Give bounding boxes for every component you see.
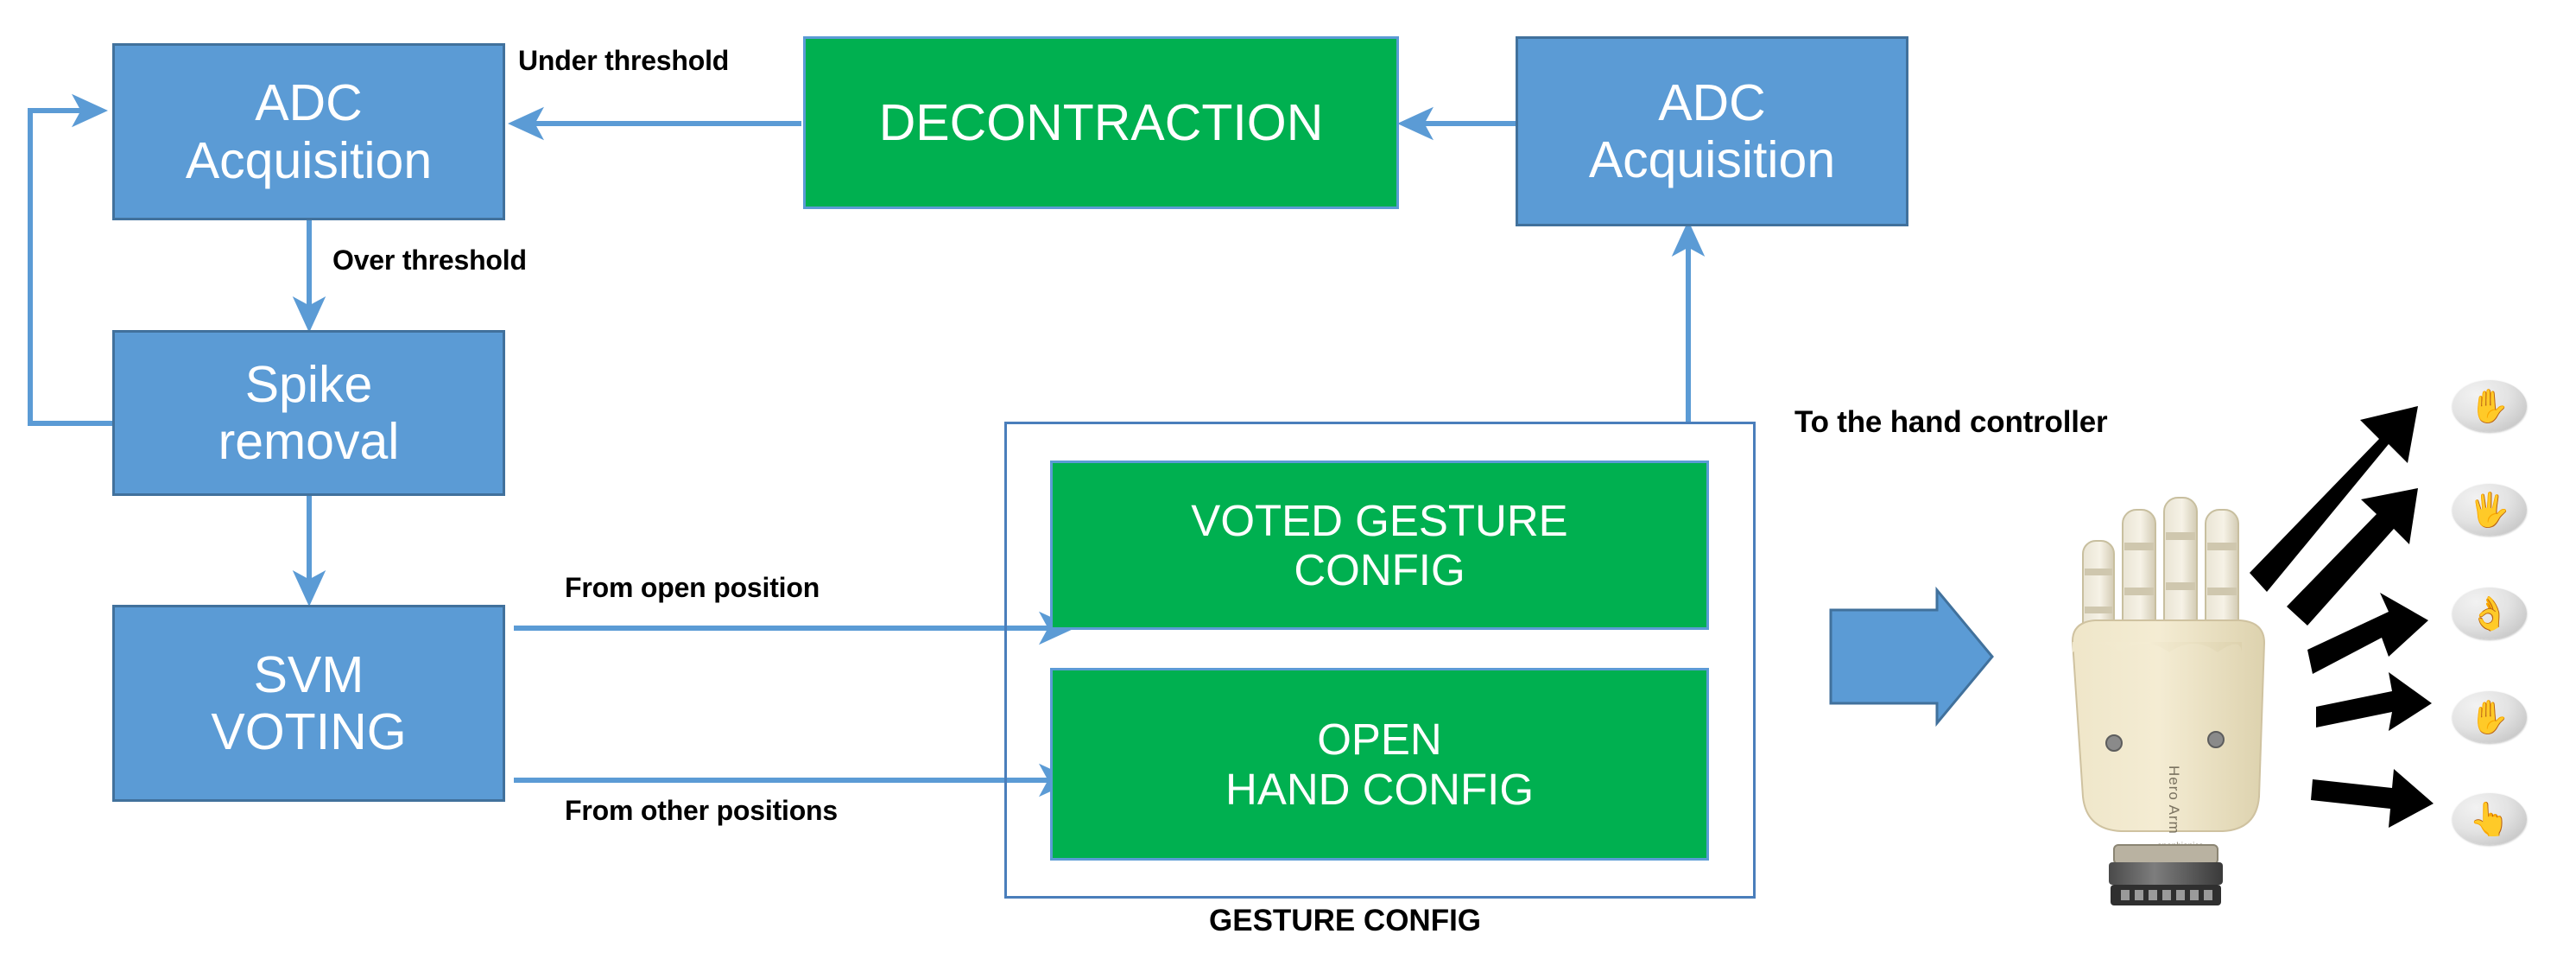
node-voted-config-line-2: CONFIG [1294,545,1465,594]
gesture-output-3[interactable]: 👌 [2453,588,2527,639]
gesture-arrow-2 [2287,488,2418,626]
node-svm-line-1: SVM [253,645,364,703]
hand-pinch-icon: 👌 [2469,596,2510,632]
node-spike-line-1: Spike [244,355,373,413]
gesture-output-4[interactable]: ✋ [2453,691,2527,743]
node-decontraction[interactable]: DECONTRACTION [803,36,1399,209]
node-adc-left-line-2: Acquisition [185,131,433,189]
node-decontraction-label: DECONTRACTION [878,93,1324,151]
node-open-config-line-2: HAND CONFIG [1225,764,1534,814]
edge-label-from-other-positions: From other positions [565,795,839,826]
gesture-output-1[interactable]: ✋ [2453,380,2527,432]
node-open-hand-config[interactable]: OPEN HAND CONFIG [1050,668,1709,861]
edge-feedback-spike-to-adc [28,93,114,426]
node-spike-line-2: removal [218,413,400,470]
node-voted-gesture-config[interactable]: VOTED GESTURE CONFIG [1050,461,1709,630]
node-adc-acquisition-right[interactable]: ADC Acquisition [1516,36,1908,226]
gesture-config-caption: GESTURE CONFIG [1209,904,1482,937]
edge-label-under-threshold: Under threshold [518,45,730,76]
node-voted-config-line-1: VOTED GESTURE [1191,495,1568,545]
edge-label-to-hand-controller: To the hand controller [1794,405,2108,439]
prosthetic-hand-graphic: Hero Arm openbionics [2071,497,2266,905]
hand-spread-fingers-icon: ✋ [2469,700,2510,736]
svg-text:Hero Arm: Hero Arm [2166,766,2182,835]
node-spike-removal[interactable]: Spike removal [112,330,505,496]
node-svm-voting[interactable]: SVM VOTING [112,605,505,802]
block-arrow-to-hand [1829,586,1994,727]
node-adc-right-line-1: ADC [1658,73,1766,131]
node-adc-right-line-2: Acquisition [1588,131,1836,188]
gesture-arrow-3 [2307,593,2428,674]
gesture-output-5[interactable]: 👆 [2453,793,2527,845]
edge-label-from-open-position: From open position [565,572,820,603]
gesture-output-2[interactable]: 🖐 [2453,484,2527,536]
hand-point-icon: 👆 [2469,802,2510,838]
gesture-arrow-4 [2316,672,2432,731]
node-svm-line-2: VOTING [211,703,407,760]
gesture-config-group [1004,422,1756,899]
hand-grasp-icon: ✋ [2469,389,2510,425]
gesture-arrow-5 [2311,769,2434,828]
prosthetic-hand: Hero Arm openbionics [2012,458,2297,916]
node-adc-acquisition-left[interactable]: ADC Acquisition [112,43,505,220]
node-adc-left-line-1: ADC [255,74,363,132]
node-open-config-line-1: OPEN [1317,715,1442,765]
hand-open-palm-icon: 🖐 [2469,492,2510,529]
edge-label-over-threshold: Over threshold [332,245,527,276]
